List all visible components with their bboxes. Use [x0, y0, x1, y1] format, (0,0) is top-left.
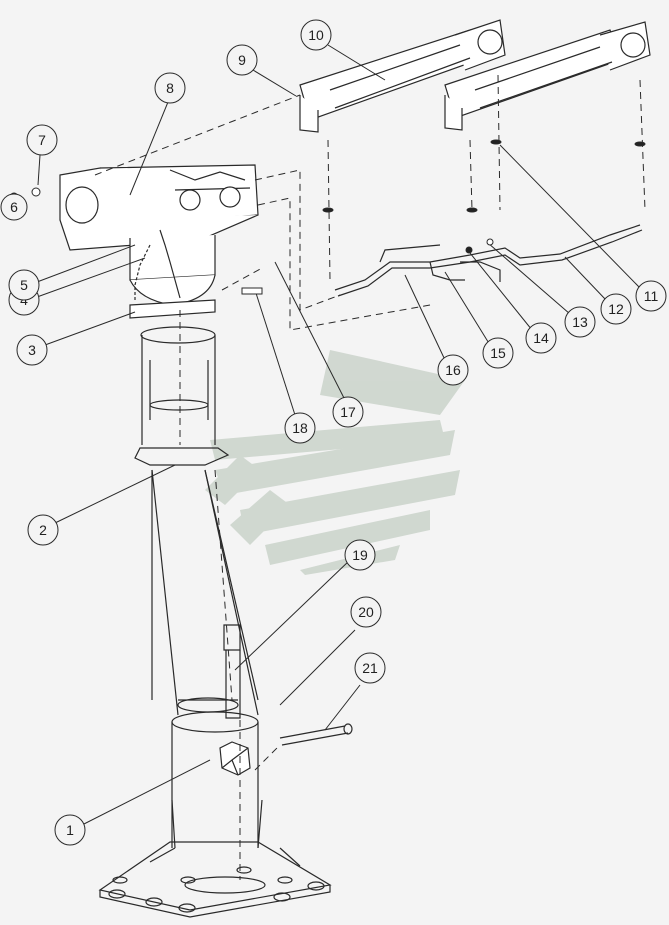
callout-17: 17: [332, 396, 364, 428]
svg-text:3: 3: [28, 342, 36, 358]
svg-text:1: 1: [66, 822, 74, 838]
callout-7: 7: [26, 124, 58, 156]
callout-16: 16: [437, 354, 469, 386]
callout-2: 2: [27, 514, 59, 546]
upper-housing: [59, 164, 259, 319]
callout-1: 1: [54, 814, 86, 846]
callout-13: 13: [564, 306, 596, 338]
svg-text:20: 20: [358, 604, 374, 620]
callout-6: 6: [0, 193, 28, 221]
callout-9: 9: [226, 44, 258, 76]
svg-text:10: 10: [308, 27, 324, 43]
svg-text:13: 13: [572, 314, 588, 330]
svg-text:19: 19: [352, 547, 368, 563]
callout-19: 19: [344, 539, 376, 571]
callout-3: 3: [16, 334, 48, 366]
watermark-logo: [205, 350, 465, 575]
callout-15: 15: [482, 337, 514, 369]
hydraulic-cylinder-left: [299, 19, 506, 133]
alignment-lines: [94, 74, 646, 880]
svg-text:18: 18: [292, 420, 308, 436]
hydraulic-pipes: [334, 224, 643, 297]
callout-18: 18: [284, 412, 316, 444]
callout-12: 12: [600, 293, 632, 325]
callouts: 1 2 3 4 5 6 7 8 9 10 11 12 13 14 15 16 1…: [0, 19, 667, 846]
callout-leaders: [13, 44, 641, 827]
callout-10: 10: [300, 19, 332, 51]
callout-14: 14: [525, 322, 557, 354]
svg-text:9: 9: [238, 52, 246, 68]
svg-text:12: 12: [608, 301, 624, 317]
nut-block: [219, 741, 251, 776]
svg-text:2: 2: [39, 522, 47, 538]
long-pin: [279, 723, 353, 746]
callout-11: 11: [635, 280, 667, 312]
shaft: [223, 624, 241, 719]
chain: [134, 244, 151, 300]
drawing-lines: [59, 19, 651, 918]
callout-20: 20: [350, 596, 382, 628]
svg-text:8: 8: [166, 80, 174, 96]
svg-text:15: 15: [490, 345, 506, 361]
main-tube: [134, 326, 259, 716]
svg-text:5: 5: [20, 277, 28, 293]
hydraulic-cylinder-right: [444, 21, 651, 131]
svg-text:16: 16: [445, 362, 461, 378]
svg-text:7: 7: [38, 132, 46, 148]
callout-8: 8: [154, 72, 186, 104]
svg-text:14: 14: [533, 330, 549, 346]
svg-text:21: 21: [362, 660, 378, 676]
callout-5: 5: [8, 269, 40, 301]
svg-text:6: 6: [10, 199, 18, 215]
svg-text:11: 11: [644, 288, 659, 304]
callout-21: 21: [354, 652, 386, 684]
svg-text:17: 17: [340, 404, 356, 420]
